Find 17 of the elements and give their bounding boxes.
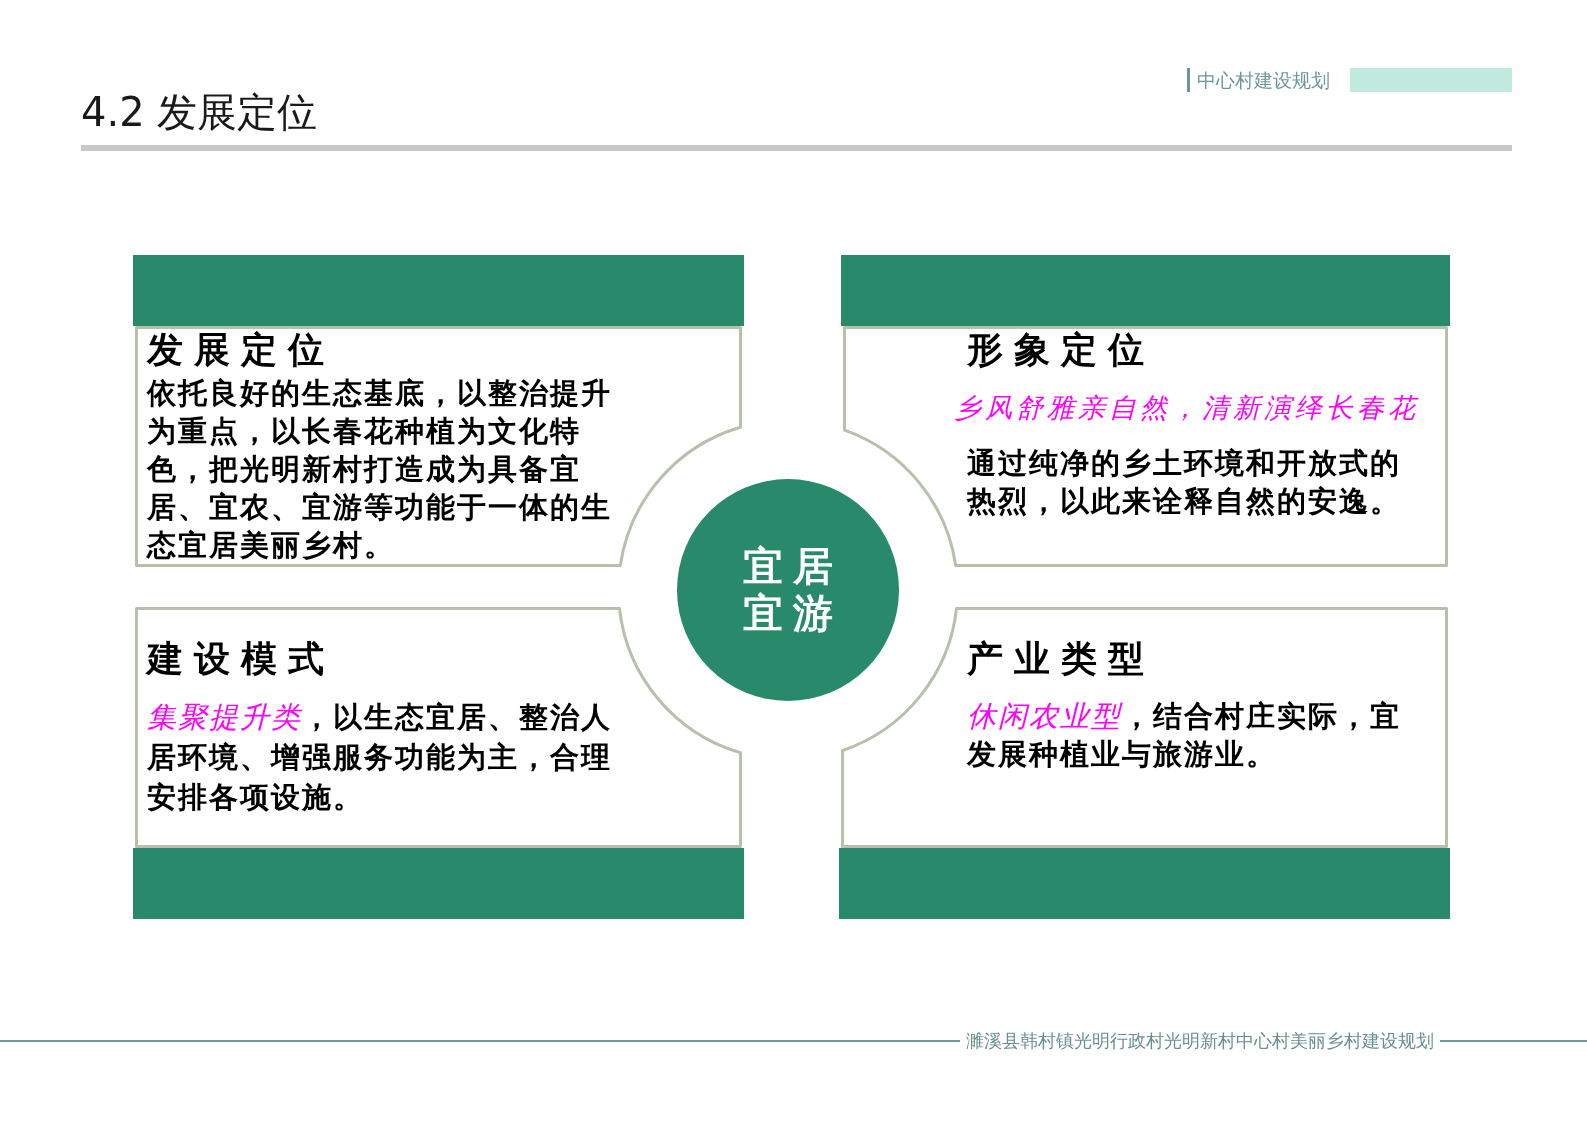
circle-text: 宜居宜游 xyxy=(742,543,843,637)
panel-heading: 发展定位 xyxy=(147,328,335,372)
panel-heading: 产业类型 xyxy=(967,637,1155,681)
panel-text: 依托良好的生态基底，以整治提升为重点，以长春花种植为文化特色，把光明新村打造成为具备宜居、宜农、宜游等功能于一体的生态宜居美丽乡村。 xyxy=(147,375,613,564)
info-panel xyxy=(135,326,742,567)
panel-text: 通过纯净的乡土环境和开放式的热烈，以此来诠释自然的安逸。 xyxy=(967,445,1402,520)
panel-text: 休闲农业型，结合村庄实际，宜发展种植业与旅游业。 xyxy=(967,698,1402,773)
footer-text: 濉溪县韩村镇光明行政村光明新村中心村美丽乡村建设规划 xyxy=(960,1029,1440,1053)
panel-heading: 形象定位 xyxy=(967,328,1155,372)
header-tag: 中心村建设规划 xyxy=(1197,67,1330,93)
info-panel xyxy=(841,607,1448,848)
slogan-text: 乡风舒雅亲自然，清新演绎长春花 xyxy=(954,391,1419,425)
panel-text: 集聚提升类，以生态宜居、整治人居环境、增强服务功能为主，合理安排各项设施。 xyxy=(147,699,613,816)
info-panel xyxy=(135,607,742,848)
panel-heading: 建设模式 xyxy=(147,637,335,681)
info-panel xyxy=(843,326,1448,567)
page-title: 4.2 发展定位 xyxy=(81,88,318,136)
